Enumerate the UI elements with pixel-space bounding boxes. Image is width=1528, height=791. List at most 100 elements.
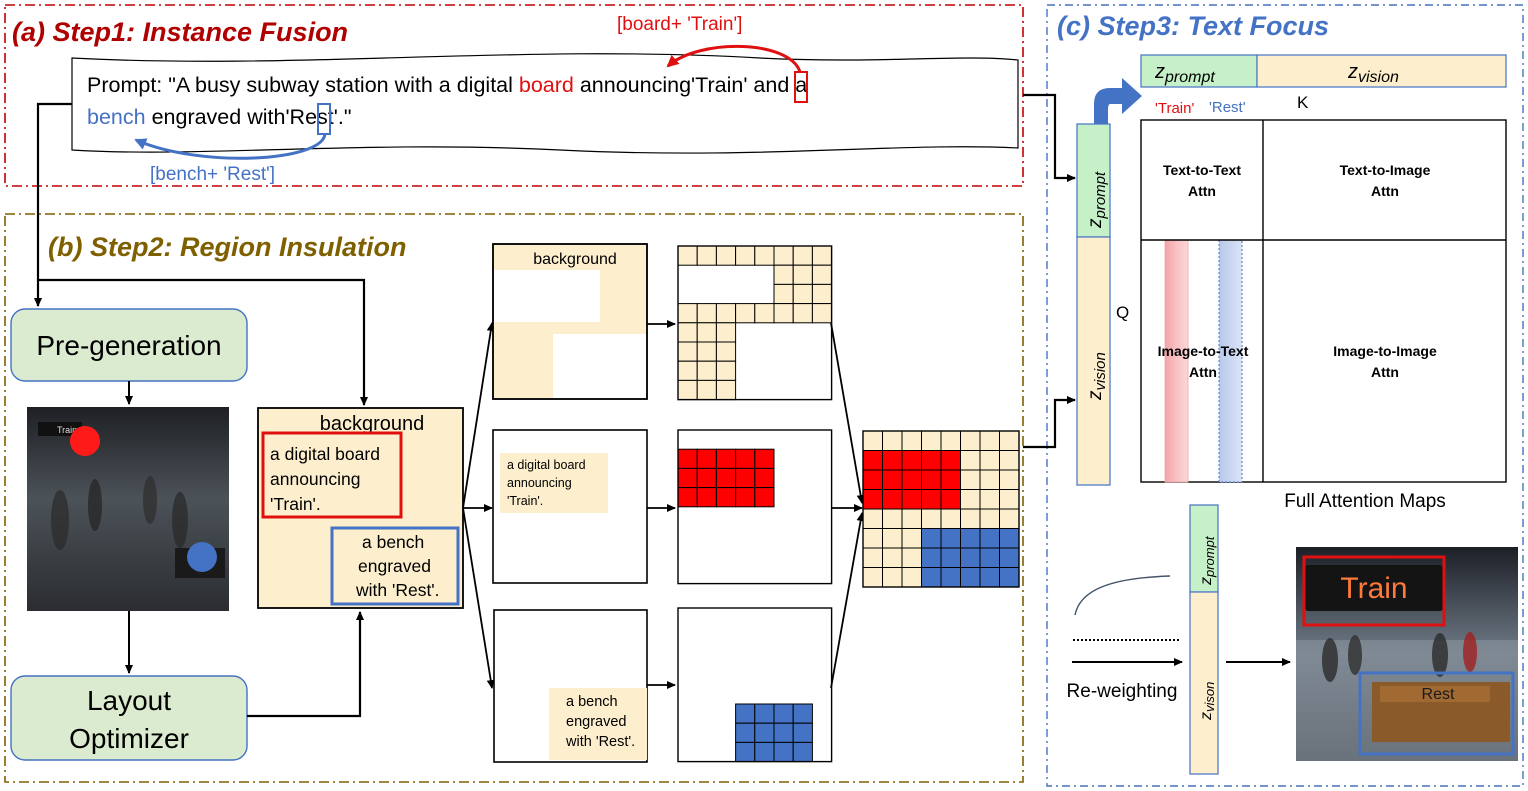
prompt-banner xyxy=(71,53,1019,154)
reweighted-zprompt-label: zprompt xyxy=(1198,535,1217,586)
grid-token-cell xyxy=(960,469,981,490)
key-zprompt-cell xyxy=(1140,54,1258,88)
board-fusion-arrow xyxy=(666,44,802,73)
merge-arrow-3 xyxy=(830,512,865,689)
region-board-text: a digital board announcing 'Train'. xyxy=(507,458,589,508)
prompt-to-pregen-arrow xyxy=(34,102,72,307)
grid-token-cell xyxy=(999,450,1020,471)
layout-optimizer-label-1: Layout xyxy=(87,685,171,716)
grid-token-cell xyxy=(921,450,942,471)
grid-token-cell xyxy=(901,469,922,490)
grid-token-cell xyxy=(999,469,1020,490)
grid-token-cell xyxy=(862,430,883,451)
grid-token-cell xyxy=(696,322,717,343)
grid-token-cell xyxy=(677,303,698,324)
vision-to-zvision-arrow xyxy=(1023,396,1076,449)
step1-panel: (a) Step1: Instance Fusion Prompt: "A bu… xyxy=(4,4,1024,187)
key-zprompt-label: zprompt xyxy=(1154,61,1215,86)
grid-token-cell xyxy=(715,379,737,401)
grid-token-cell xyxy=(960,450,981,471)
grid-token-cell xyxy=(999,508,1020,529)
grid-token-cell xyxy=(715,487,737,508)
grid-token-cell xyxy=(960,528,981,549)
key-zvision-cell xyxy=(1256,54,1507,88)
grid-token-cell xyxy=(901,450,922,471)
grid-token-cell xyxy=(999,430,1020,451)
grid-token-cell xyxy=(735,487,756,508)
grid-token-cell xyxy=(901,567,922,588)
grid-token-cell xyxy=(735,741,756,763)
grid-token-cell xyxy=(773,245,794,266)
grid-token-cell xyxy=(960,508,981,529)
grid-token-cell xyxy=(921,547,942,568)
grid-token-cell xyxy=(735,245,756,266)
grid-token-cell xyxy=(792,741,813,763)
step2-title: (b) Step2: Region Insulation xyxy=(48,232,407,262)
grid-token-cell xyxy=(773,283,794,305)
pre-generation-label: Pre-generation xyxy=(36,330,221,361)
grid-token-cell xyxy=(862,508,883,529)
grid-token-cell xyxy=(921,430,942,451)
quote-highlight-red xyxy=(794,71,808,103)
fan-arrow-background xyxy=(462,322,495,509)
pregen-board-marker xyxy=(70,426,100,456)
grid-token-cell xyxy=(862,567,883,588)
transpose-arrow xyxy=(1094,78,1142,125)
grid-token-cell xyxy=(940,469,961,490)
grid-token-cell xyxy=(677,448,698,469)
grid-token-cell xyxy=(792,264,813,285)
grid-token-cell xyxy=(901,430,922,451)
grid-token-cell xyxy=(792,245,813,266)
grid-token-cell xyxy=(862,450,883,471)
grid-token-cell xyxy=(754,245,775,266)
grid-token-cell xyxy=(882,528,903,549)
grid-token-cell xyxy=(715,448,737,469)
query-zvision-cell xyxy=(1076,236,1111,486)
grid-token-cell xyxy=(960,547,981,568)
grid-token-cell xyxy=(921,489,942,510)
grid-token-cell xyxy=(735,703,756,724)
grid-token-cell xyxy=(677,341,698,362)
grid-token-cell xyxy=(696,360,717,381)
region-mask-background: background xyxy=(492,243,648,400)
grid-token-cell xyxy=(754,741,775,763)
grid-token-cell xyxy=(696,245,717,266)
grid-token-cell xyxy=(901,508,922,529)
train-key-strip xyxy=(1164,239,1189,483)
grid-token-cell xyxy=(901,489,922,510)
grid-token-cell xyxy=(754,722,775,743)
query-zprompt-label: zprompt xyxy=(1085,171,1109,229)
layout-bench-text: a bench engraved with 'Rest'. xyxy=(355,532,440,600)
grid-token-cell xyxy=(940,508,961,529)
grid-token-cell xyxy=(882,567,903,588)
grid-token-cell xyxy=(940,489,961,510)
q-label: Q xyxy=(1116,303,1129,322)
grid-token-cell xyxy=(792,703,813,724)
query-zvision-label: zvision xyxy=(1085,352,1109,401)
step2-frame xyxy=(4,213,1024,783)
layout-board-text: a digital board announcing 'Train'. xyxy=(270,444,385,514)
word-board: board xyxy=(519,73,574,97)
grid-token-cell xyxy=(715,322,737,343)
region-mask-board: a digital board announcing 'Train'. xyxy=(492,429,648,584)
step3-frame xyxy=(1046,4,1524,787)
grid-token-cell xyxy=(696,487,717,508)
grid-token-cell xyxy=(940,567,961,588)
grid-token-cell xyxy=(754,487,775,508)
grid-token-cell xyxy=(862,469,883,490)
grid-token-cell xyxy=(735,303,756,324)
grid-token-cell xyxy=(792,283,813,305)
prompt-line1: Prompt: "A busy subway station with a di… xyxy=(87,73,807,97)
grid-token-cell xyxy=(882,489,903,510)
bench-fusion-label: [bench+ 'Rest'] xyxy=(150,164,275,185)
prompt-to-layout-arrow xyxy=(38,278,368,406)
board-fusion-label: [board+ 'Train'] xyxy=(617,14,742,35)
grid-token-cell xyxy=(715,303,737,324)
grid-token-cell xyxy=(773,722,794,743)
grid-token-cell xyxy=(979,567,1000,588)
prompt-line2: bench engraved with'Rest'." xyxy=(87,105,351,129)
layout-bench-region xyxy=(330,526,460,606)
grid-token-cell xyxy=(773,264,794,285)
